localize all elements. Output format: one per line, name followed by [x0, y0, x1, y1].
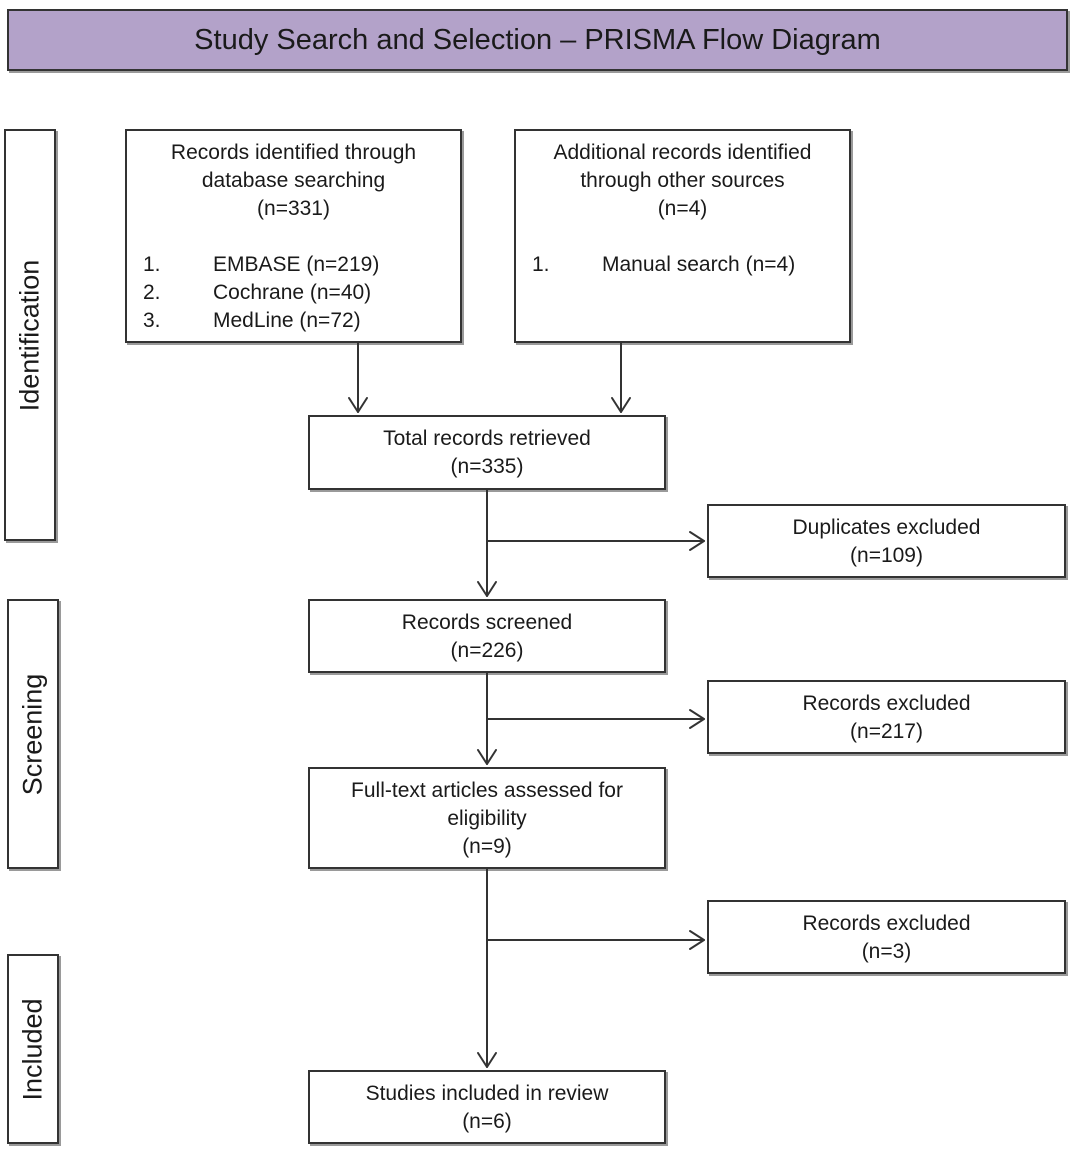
list-item: 2. Cochrane (n=40)	[143, 281, 372, 304]
phase-included: Included	[7, 954, 59, 1144]
other-sources-line1: Additional records identified	[553, 141, 812, 164]
list-item: 1. Manual search (n=4)	[532, 253, 796, 276]
records-screened-box: Records screened (n=226)	[308, 599, 666, 673]
fulltext-assessed-box: Full-text articles assessed for eligibil…	[308, 767, 666, 869]
arrow-total-to-screened	[477, 489, 497, 597]
other-sources-line2: through other sources	[580, 169, 785, 192]
database-search-box: Records identified through database sear…	[125, 129, 462, 343]
phase-screening: Screening	[7, 599, 59, 869]
arrow-fulltext-to-included	[477, 868, 497, 1068]
other-sources-box: Additional records identified through ot…	[514, 129, 851, 343]
list-item: 3. MedLine (n=72)	[143, 309, 361, 332]
arrow-to-excluded-fulltext	[486, 930, 705, 950]
duplicates-excluded-box: Duplicates excluded (n=109)	[707, 504, 1066, 578]
records-excluded-screening-box: Records excluded (n=217)	[707, 680, 1066, 754]
database-count: (n=331)	[257, 197, 330, 220]
phase-identification: Identification	[4, 129, 56, 541]
database-list: 1. EMBASE (n=219) 2. Cochrane (n=40) 3. …	[143, 251, 379, 335]
records-excluded-fulltext-box: Records excluded (n=3)	[707, 900, 1066, 974]
studies-included-box: Studies included in review (n=6)	[308, 1070, 666, 1144]
arrow-to-duplicates	[486, 531, 705, 551]
arrow-other-to-total	[611, 342, 631, 413]
diagram-title: Study Search and Selection – PRISMA Flow…	[7, 9, 1068, 71]
other-sources-count: (n=4)	[657, 197, 708, 220]
arrow-to-excluded-screening	[486, 709, 705, 729]
list-item: 1. EMBASE (n=219)	[143, 253, 380, 276]
arrow-database-to-total	[348, 342, 368, 413]
database-line2: database searching	[201, 169, 386, 192]
database-line1: Records identified through	[170, 141, 417, 164]
other-sources-list: 1. Manual search (n=4)	[532, 251, 795, 279]
